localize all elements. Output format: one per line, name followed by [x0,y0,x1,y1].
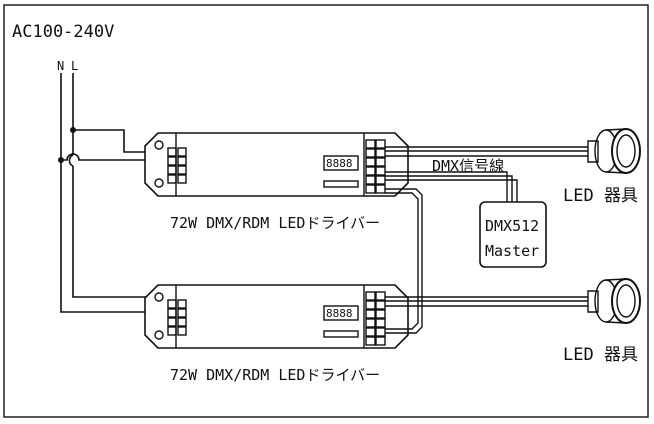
supply-wires [60,73,151,313]
led-fixture-bottom-label: LED 器具 [563,345,638,365]
led-fixture-bottom-icon [587,278,641,324]
led-fixture-top-label: LED 器具 [563,186,638,206]
driver-bottom: 8888 [144,284,409,349]
driver-bottom-label: 72W DMX/RDM LEDドライバー [170,366,380,384]
led-wires-bottom [385,296,588,307]
driver-bottom-display-digits: 8888 [326,307,353,320]
dmx-master: DMX512 Master [479,201,547,268]
driver-top-input-terminals [167,147,187,184]
junction-dot [70,127,76,133]
led-fixture-top-icon [587,128,641,174]
driver-top-buttons [323,180,359,188]
driver-top-output-terminals [365,139,386,194]
driver-bottom-input-terminals [167,299,187,336]
driver-bottom-buttons [323,330,359,338]
diagram-frame [3,4,649,418]
led-wires-top [385,146,588,157]
dmx-signal-label: DMX信号線 [432,157,504,175]
driver-top: 8888 [144,132,409,197]
live-label: L [71,59,78,73]
driver-bottom-display [323,305,359,321]
driver-top-display [323,155,359,171]
supply-voltage-label: AC100-240V [12,22,114,42]
master-line1: DMX512 [485,217,539,235]
master-line2: Master [485,242,539,260]
driver-top-label: 72W DMX/RDM LEDドライバー [170,214,380,232]
driver-bottom-output-terminals [365,291,386,346]
junction-dot [58,157,64,163]
driver-top-display-digits: 8888 [326,157,353,170]
neutral-label: N [57,59,64,73]
dmx-signal-wires [385,171,518,334]
